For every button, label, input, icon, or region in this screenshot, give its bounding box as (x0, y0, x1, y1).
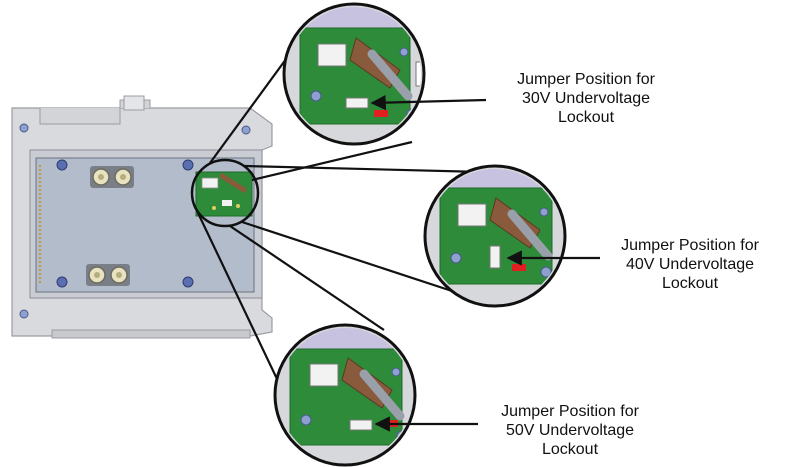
cable-gland-icon (90, 166, 134, 188)
jumper-header (489, 245, 501, 269)
magnifier-50v (273, 323, 417, 467)
pcb-small (195, 171, 253, 217)
callout-50v-label: Jumper Position for 50V Undervoltage Loc… (470, 402, 670, 459)
callout-line: Lockout (661, 275, 719, 292)
enclosure-top-bracket (39, 99, 151, 125)
enclosure-top-tab (123, 95, 145, 111)
enclosure (11, 95, 273, 339)
cable-gland-icon (86, 264, 130, 286)
screw-icon (19, 123, 251, 319)
callout-line: 30V Undervoltage (521, 90, 651, 107)
jumper-header (349, 419, 373, 431)
callout-line: 50V Undervoltage (505, 422, 635, 439)
arrow-icon (370, 94, 487, 111)
callout-line: Jumper Position for (501, 403, 639, 420)
callout-line: Lockout (541, 441, 599, 458)
callout-line: Jumper Position for (621, 237, 759, 254)
enclosure-bottom-flange (51, 329, 251, 339)
jumper-header (345, 97, 369, 109)
source-circle (190, 158, 260, 228)
jumper-block (512, 264, 526, 271)
callout-line: Jumper Position for (517, 71, 655, 88)
leader-lines (197, 39, 484, 401)
jumper-block (374, 110, 388, 117)
callout-40v-label: Jumper Position for 40V Undervoltage Loc… (590, 236, 788, 293)
callout-line: Lockout (557, 109, 615, 126)
magnifier-40v (423, 164, 567, 308)
callout-30v-label: Jumper Position for 30V Undervoltage Loc… (486, 70, 686, 127)
callout-line: 40V Undervoltage (625, 256, 755, 273)
magnifier-30v (282, 2, 426, 146)
